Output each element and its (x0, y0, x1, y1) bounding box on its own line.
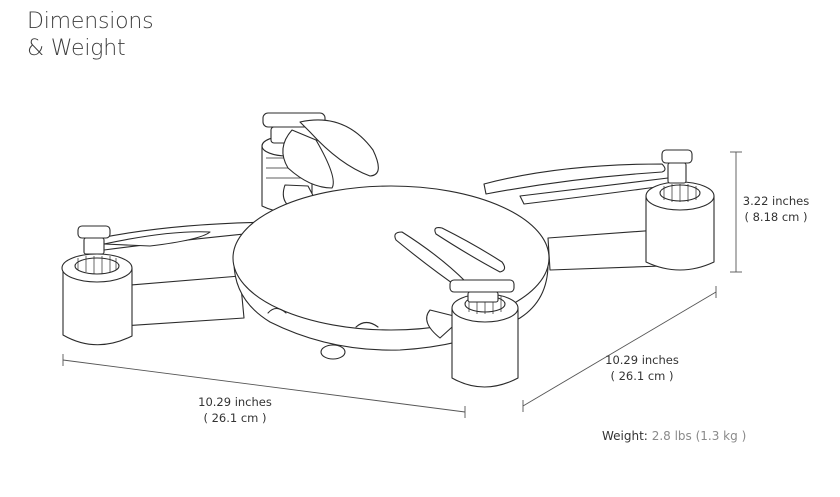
depth-dimension-label: 10.29 inches ( 26.1 cm ) (590, 352, 694, 384)
width-imperial: 10.29 inches (198, 395, 272, 409)
weight-label: Weight: (602, 429, 648, 443)
weight-spec: Weight: 2.8 lbs (1.3 kg ) (602, 429, 746, 443)
height-metric: ( 8.18 cm ) (744, 210, 808, 224)
title-line-1: Dimensions (27, 9, 154, 34)
weight-value: 2.8 lbs (1.3 kg ) (651, 429, 747, 443)
width-dimension-line (62, 359, 466, 413)
height-imperial: 3.22 inches (742, 194, 810, 208)
rear-rotor (261, 112, 379, 213)
page-title: Dimensions & Weight (27, 8, 154, 62)
title-line-2: & Weight (27, 36, 126, 61)
depth-imperial: 10.29 inches (605, 353, 679, 367)
width-dimension-label: 10.29 inches ( 26.1 cm ) (180, 394, 290, 426)
width-metric: ( 26.1 cm ) (203, 411, 267, 425)
depth-dimension-line (522, 291, 717, 407)
dimension-lines (62, 151, 742, 418)
front-rotor (426, 279, 519, 388)
depth-metric: ( 26.1 cm ) (610, 369, 674, 383)
left-rotor (61, 221, 291, 346)
height-dimension-label: 3.22 inches ( 8.18 cm ) (724, 193, 828, 225)
right-rotor (483, 149, 715, 271)
